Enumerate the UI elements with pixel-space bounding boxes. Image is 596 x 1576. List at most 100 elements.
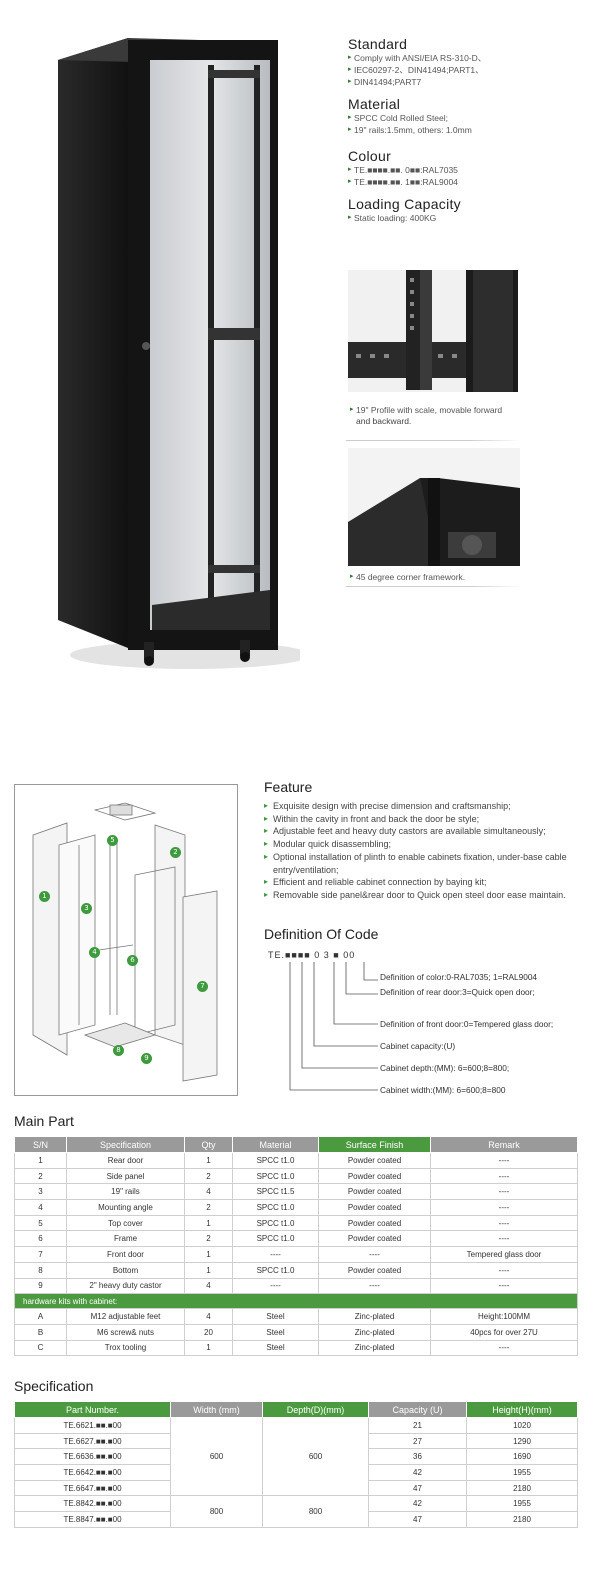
table-cell: 6 xyxy=(14,1230,67,1248)
exploded-diagram: 1 2 3 4 5 6 7 8 9 xyxy=(14,784,238,1096)
table-cell: 1955 xyxy=(466,1495,578,1513)
part-number-5: 5 xyxy=(107,835,118,846)
table-cell: TE.6647.■■.■00 xyxy=(14,1479,171,1497)
code-label-capacity: Cabinet capacity:(U) xyxy=(380,1041,456,1051)
table-cell: Powder coated xyxy=(318,1230,431,1248)
table-cell: 47 xyxy=(368,1479,467,1497)
hardware-kits-subheader: hardware kits with cabinet: xyxy=(14,1293,578,1310)
table-cell: SPCC t1.0 xyxy=(232,1199,319,1216)
table-cell: Side panel xyxy=(66,1167,185,1185)
colour-line: TE.■■■■.■■. 0■■:RAL7035 xyxy=(348,164,588,176)
header-specification: Specification xyxy=(66,1136,185,1153)
corner-caption: 45 degree corner framework. xyxy=(350,571,465,583)
table-cell: 800 xyxy=(170,1495,263,1528)
table-cell: 4 xyxy=(184,1277,233,1295)
main-part-title: Main Part xyxy=(14,1113,74,1129)
table-cell: ---- xyxy=(318,1277,431,1295)
table-cell: 19" rails xyxy=(66,1183,185,1201)
table-cell: Front door xyxy=(66,1246,185,1263)
part-number-2: 2 xyxy=(170,847,181,858)
table-cell: TE.6627.■■.■00 xyxy=(14,1432,171,1450)
loading-block: Loading Capacity Static loading: 400KG xyxy=(348,196,588,224)
table-cell: Steel xyxy=(232,1323,319,1341)
part-number-8: 8 xyxy=(113,1045,124,1056)
table-cell: SPCC t1.0 xyxy=(232,1230,319,1248)
feature-title: Feature xyxy=(264,779,313,795)
table-cell: B xyxy=(14,1323,67,1341)
table-cell: Zinc-plated xyxy=(318,1339,431,1357)
header-surface-finish: Surface Finish xyxy=(318,1136,431,1153)
feature-item: Modular quick disassembling; xyxy=(264,838,592,851)
table-cell: 1020 xyxy=(466,1417,578,1434)
table-cell: Zinc-plated xyxy=(318,1323,431,1341)
table-cell: 2180 xyxy=(466,1511,578,1528)
table-cell: Top cover xyxy=(66,1214,185,1232)
part-number-3: 3 xyxy=(81,903,92,914)
table-cell: M12 adjustable feet xyxy=(66,1308,185,1325)
table-cell: ---- xyxy=(430,1277,578,1295)
profile-photo xyxy=(348,270,518,392)
table-cell: TE.8847.■■.■00 xyxy=(14,1511,171,1528)
table-cell: 2180 xyxy=(466,1479,578,1497)
table-cell: Zinc-plated xyxy=(318,1308,431,1325)
standard-block: Standard Comply with ANSI/EIA RS-310-D、 … xyxy=(348,36,588,88)
table-cell: 9 xyxy=(14,1277,67,1295)
material-line: SPCC Cold Rolled Steel; xyxy=(348,112,588,124)
table-cell: ---- xyxy=(232,1246,319,1263)
header-height: Height(H)(mm) xyxy=(466,1401,578,1418)
loading-title: Loading Capacity xyxy=(348,196,461,212)
table-cell: Powder coated xyxy=(318,1167,431,1185)
table-cell: TE.8842.■■.■00 xyxy=(14,1495,171,1513)
table-cell: 600 xyxy=(262,1416,369,1497)
table-cell: 2 xyxy=(14,1167,67,1185)
divider xyxy=(346,586,522,587)
table-cell: ---- xyxy=(232,1277,319,1295)
table-cell: A xyxy=(14,1308,67,1325)
profile-caption-line: 19" Profile with scale, movable forward xyxy=(350,404,502,416)
profile-caption-line: and backward. xyxy=(356,416,412,426)
table-cell: SPCC t1.0 xyxy=(232,1261,319,1279)
standard-line: Comply with ANSI/EIA RS-310-D、 xyxy=(348,52,588,64)
table-cell: 1290 xyxy=(466,1432,578,1450)
standard-line: IEC60297-2、DIN41494;PART1、 xyxy=(348,64,588,76)
table-cell: Powder coated xyxy=(318,1261,431,1279)
table-cell: 1 xyxy=(184,1246,233,1263)
colour-line: TE.■■■■.■■. 1■■:RAL9004 xyxy=(348,176,588,188)
feature-item: Optional installation of plinth to enabl… xyxy=(264,851,592,876)
table-cell: ---- xyxy=(318,1246,431,1263)
code-title: Definition Of Code xyxy=(264,926,379,942)
table-cell: 1 xyxy=(184,1152,233,1169)
main-part-header: S/N Specification Qty Material Surface F… xyxy=(14,1136,578,1153)
table-cell: 20 xyxy=(184,1323,233,1341)
table-cell: 2" heavy duty castor xyxy=(66,1277,185,1295)
code-pattern: TE.■■■■ 0 3 ■ 00 xyxy=(268,950,356,960)
standard-line: DIN41494;PART7 xyxy=(348,76,588,88)
spec-header: Part Number. Width (mm) Depth(D)(mm) Cap… xyxy=(14,1401,578,1418)
code-label-depth: Cabinet depth:(MM): 6=600;8=800; xyxy=(380,1063,510,1073)
table-cell: Tempered glass door xyxy=(430,1246,578,1263)
main-part-table: S/N Specification Qty Material Surface F… xyxy=(14,1136,578,1357)
feature-item: Exquisite design with precise dimension … xyxy=(264,800,592,813)
divider xyxy=(346,440,522,441)
part-number-4: 4 xyxy=(89,947,100,958)
code-label-rear-door: Definition of rear door:3=Quick open doo… xyxy=(380,987,535,997)
table-cell: 1 xyxy=(184,1261,233,1279)
table-cell: 42 xyxy=(368,1464,467,1481)
standard-title: Standard xyxy=(348,36,408,52)
table-cell: ---- xyxy=(430,1167,578,1185)
header-part-number: Part Number. xyxy=(14,1401,171,1418)
table-cell: 1955 xyxy=(466,1464,578,1481)
table-cell: ---- xyxy=(430,1339,578,1357)
code-label-width: Cabinet width:(MM): 6=600;8=800 xyxy=(380,1085,506,1095)
feature-item: Efficient and reliable cabinet connectio… xyxy=(264,876,592,889)
table-cell: M6 screw& nuts xyxy=(66,1323,185,1341)
